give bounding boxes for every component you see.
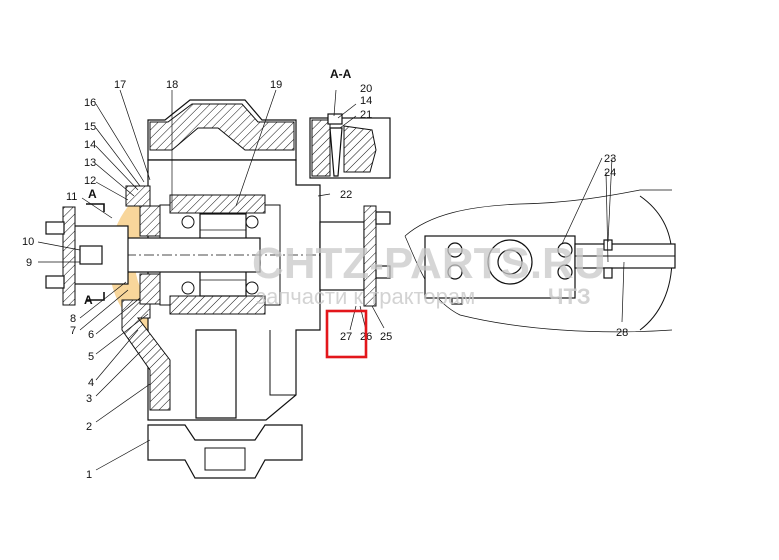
watermark-logo-text: ЧТЗ — [548, 284, 591, 309]
watermark-brand: CHTZ-PARTS.RU — [252, 239, 606, 288]
callout-13[interactable]: 13 — [84, 157, 96, 169]
watermark-tagline: запчасти к тракторам — [256, 284, 475, 309]
callout-16[interactable]: 16 — [84, 97, 96, 109]
section-arrow-upper — [86, 203, 105, 212]
callout-15[interactable]: 15 — [84, 121, 96, 133]
leader-lines — [37, 89, 625, 471]
callout-2[interactable]: 2 — [86, 421, 92, 433]
callout-7[interactable]: 7 — [70, 325, 76, 337]
callout-8[interactable]: 8 — [70, 313, 76, 325]
callout-labels: 1 2 3 4 5 6 7 8 9 10 11 12 13 14 15 16 1… — [22, 79, 628, 481]
main-housing — [45, 99, 391, 479]
callout-27[interactable]: 27 — [340, 331, 352, 343]
callout-17[interactable]: 17 — [114, 79, 126, 91]
callout-24[interactable]: 24 — [604, 167, 616, 179]
section-a-a-view — [309, 113, 391, 179]
callout-4[interactable]: 4 — [88, 377, 94, 389]
callout-12[interactable]: 12 — [84, 175, 96, 187]
callout-21[interactable]: 21 — [360, 109, 372, 121]
section-arrow-lower — [86, 292, 105, 301]
highlight-box-part-27 — [325, 309, 368, 359]
callout-23[interactable]: 23 — [604, 153, 616, 165]
callout-6[interactable]: 6 — [88, 329, 94, 341]
callout-14[interactable]: 14 — [84, 139, 96, 151]
callout-3[interactable]: 3 — [86, 393, 92, 405]
callout-19[interactable]: 19 — [270, 79, 282, 91]
section-mark-upper: A — [88, 187, 97, 201]
callout-25[interactable]: 25 — [380, 331, 392, 343]
callout-5[interactable]: 5 — [88, 351, 94, 363]
section-label: A-A — [330, 67, 352, 81]
callout-18[interactable]: 18 — [166, 79, 178, 91]
callout-22[interactable]: 22 — [340, 189, 352, 201]
callout-10[interactable]: 10 — [22, 236, 34, 248]
callout-28[interactable]: 28 — [616, 327, 628, 339]
callout-11[interactable]: 11 — [66, 191, 77, 203]
callout-14-section[interactable]: 14 — [360, 95, 372, 107]
callout-9[interactable]: 9 — [26, 257, 32, 269]
callout-1[interactable]: 1 — [86, 469, 92, 481]
callout-20[interactable]: 20 — [360, 83, 372, 95]
plan-view — [404, 189, 676, 333]
